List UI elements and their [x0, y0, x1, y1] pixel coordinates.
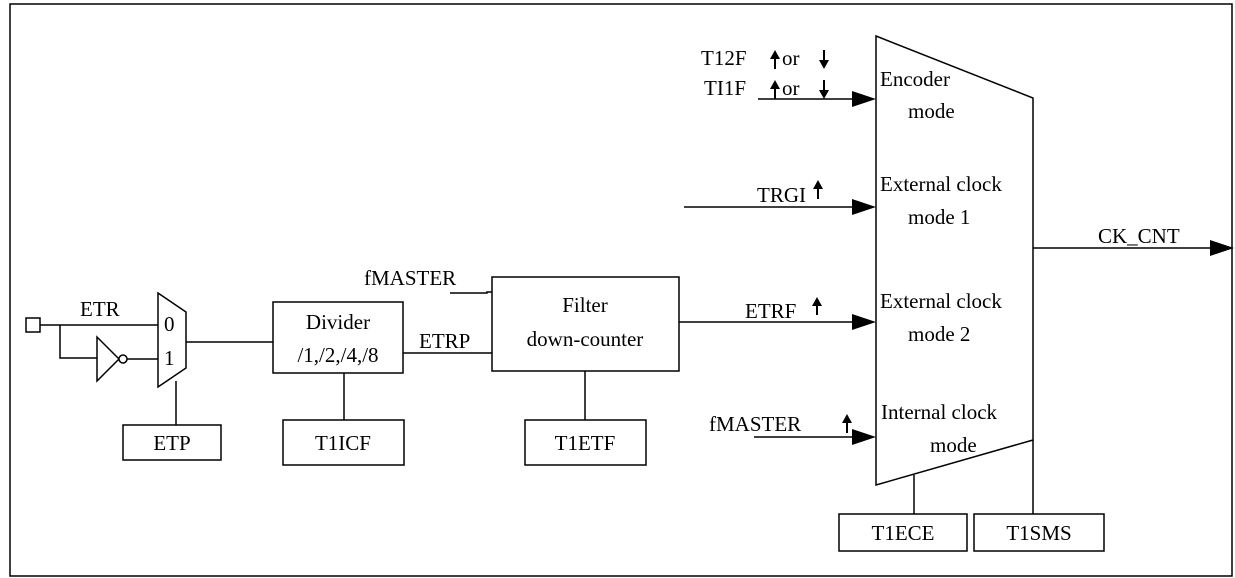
etp-box — [122, 424, 222, 461]
fmaster-filter-wire — [450, 291, 492, 294]
ti2f-rising-edge-icon — [770, 50, 780, 69]
trgi-arrow-icon — [852, 199, 876, 215]
t1etf-box — [524, 419, 647, 466]
t1etf-label: T1ETF — [555, 431, 616, 455]
ext2-mode-line2: mode 2 — [908, 322, 970, 346]
etrp-label: ETRP — [419, 329, 470, 353]
encoder-mode-line2: mode — [908, 99, 955, 123]
ti1f-or: or — [782, 76, 800, 100]
etp-label: ETP — [153, 431, 190, 455]
ext1-mode-line1: External clock — [880, 172, 1002, 196]
divider-box — [272, 301, 404, 374]
etr-label: ETR — [80, 297, 120, 321]
internal-mode-line1: Internal clock — [881, 400, 998, 424]
ext1-mode-line2: mode 1 — [908, 205, 970, 229]
etrf-arrow-icon — [852, 314, 876, 330]
t1ece-box — [838, 513, 968, 552]
t1sms-label: T1SMS — [1006, 521, 1071, 545]
encoder-mode-line1: Encoder — [880, 67, 950, 91]
etrf-rising-edge-icon — [812, 297, 822, 315]
ti2f-label: T12F — [701, 46, 747, 70]
diagram-frame — [9, 3, 1233, 577]
ti1f-label: TI1F — [704, 76, 746, 100]
fmaster-internal-arrow-icon — [852, 429, 876, 445]
trgi-label: TRGI — [757, 183, 806, 207]
etrf-label: ETRF — [745, 299, 796, 323]
trgi-rising-edge-icon — [813, 180, 823, 199]
fmaster-filter-label: fMASTER — [364, 266, 456, 290]
divider-title: Divider — [306, 310, 370, 334]
internal-mode-line2: mode — [930, 433, 977, 457]
ti1f-falling-edge-icon — [819, 80, 829, 99]
fmaster-internal-label: fMASTER — [709, 412, 801, 436]
filter-title: Filter — [562, 293, 608, 317]
etr-invert-branch — [59, 325, 97, 359]
filter-box — [491, 276, 680, 372]
divider-ratios: /1,/2,/4,/8 — [297, 343, 378, 367]
inverter-bubble-icon — [118, 354, 128, 364]
ti2f-falling-edge-icon — [819, 50, 829, 69]
polarity-mux-input1: 1 — [164, 346, 175, 370]
ti2f-or: or — [782, 46, 800, 70]
ck-cnt-arrow-icon — [1210, 240, 1234, 256]
t1icf-label: T1ICF — [315, 431, 371, 455]
encoder-arrow-icon — [852, 91, 876, 107]
filter-subtitle: down-counter — [527, 327, 644, 351]
polarity-mux — [157, 291, 187, 389]
t1sms-box — [973, 513, 1105, 552]
fmaster-rising-edge-icon — [842, 414, 852, 433]
ti1f-rising-edge-icon — [770, 80, 780, 99]
t1icf-box — [282, 419, 405, 466]
ck-cnt-label: CK_CNT — [1098, 224, 1180, 248]
etr-pin-icon — [25, 317, 41, 333]
t1ece-label: T1ECE — [872, 521, 935, 545]
inverter-icon — [96, 335, 121, 383]
ext2-mode-line1: External clock — [880, 289, 1002, 313]
polarity-mux-input0: 0 — [164, 312, 175, 336]
